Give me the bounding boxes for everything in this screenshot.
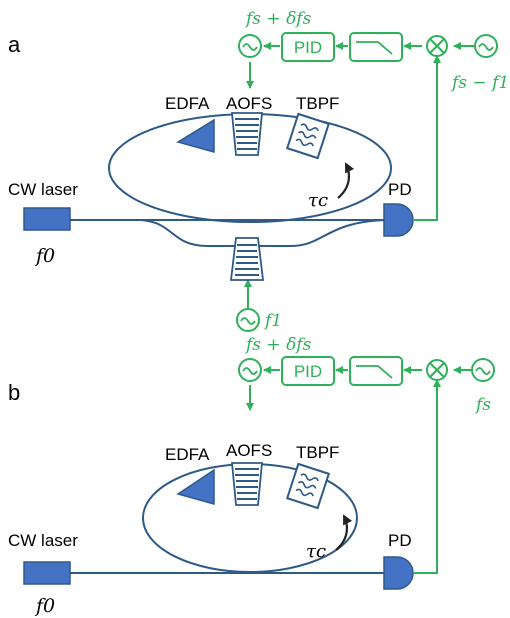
low-pass-filter-icon: [349, 32, 403, 62]
panel-label: a: [8, 32, 21, 57]
pd-label: PD: [388, 180, 412, 199]
edfa-label: EDFA: [165, 94, 210, 113]
oscillator-icon: [238, 358, 262, 382]
tbpf-label: TBPF: [296, 443, 339, 462]
cw-laser-label: CW laser: [8, 531, 78, 550]
round-trip-arrow: [335, 514, 353, 551]
aofs-icon: [229, 237, 265, 281]
pid-block: PID: [281, 32, 335, 62]
tau-c-label: τc: [306, 541, 326, 562]
edfa-icon: [176, 468, 215, 505]
panel-label: b: [8, 380, 20, 405]
bandpass-filter-icon: [285, 462, 331, 510]
laser-icon: [23, 207, 71, 231]
pid-label: PID: [294, 362, 322, 381]
aofs-icon: [231, 112, 263, 156]
cw-laser-label: CW laser: [8, 180, 78, 199]
edfa-icon: [176, 118, 215, 153]
pid-label: PID: [294, 38, 322, 57]
low-pass-filter-icon: [349, 356, 403, 386]
pd-label: PD: [388, 531, 412, 550]
tau-c-label: τc: [308, 190, 328, 211]
reference-frequency-label: fs − f1: [450, 73, 509, 93]
reference-frequency-label: fs: [474, 395, 491, 415]
pid-frequency-label: fs + δfs: [244, 335, 312, 355]
panel-a: a PID: [8, 9, 509, 332]
control-loop: [244, 42, 484, 310]
photodetector-icon: [383, 203, 414, 237]
pid-frequency-label: fs + δfs: [244, 9, 312, 29]
oscillator-icon: [236, 308, 260, 332]
control-loop: [246, 366, 472, 574]
photodetector-icon: [383, 556, 414, 590]
f0-label: f0: [34, 245, 55, 267]
oscillator-icon: [471, 358, 495, 382]
aofs-label: AOFS: [226, 441, 272, 460]
oscillator-icon: [474, 34, 498, 58]
optical-paths: [70, 113, 392, 247]
aofs-label: AOFS: [226, 94, 272, 113]
mixer-icon: [426, 35, 448, 57]
f0-label: f0: [34, 595, 55, 617]
aofs-icon: [231, 462, 263, 506]
oscillator-icon: [238, 34, 262, 58]
laser-icon: [23, 561, 71, 585]
pid-block: PID: [281, 356, 335, 386]
mixer-icon: [426, 359, 448, 381]
edfa-label: EDFA: [165, 445, 210, 464]
round-trip-arrow: [337, 162, 355, 199]
tbpf-label: TBPF: [296, 94, 339, 113]
optical-paths: [70, 463, 386, 574]
bandpass-filter-icon: [285, 112, 331, 160]
drive-frequency-label: f1: [263, 311, 282, 331]
panel-b: b PID fs + δfs: [8, 335, 495, 617]
